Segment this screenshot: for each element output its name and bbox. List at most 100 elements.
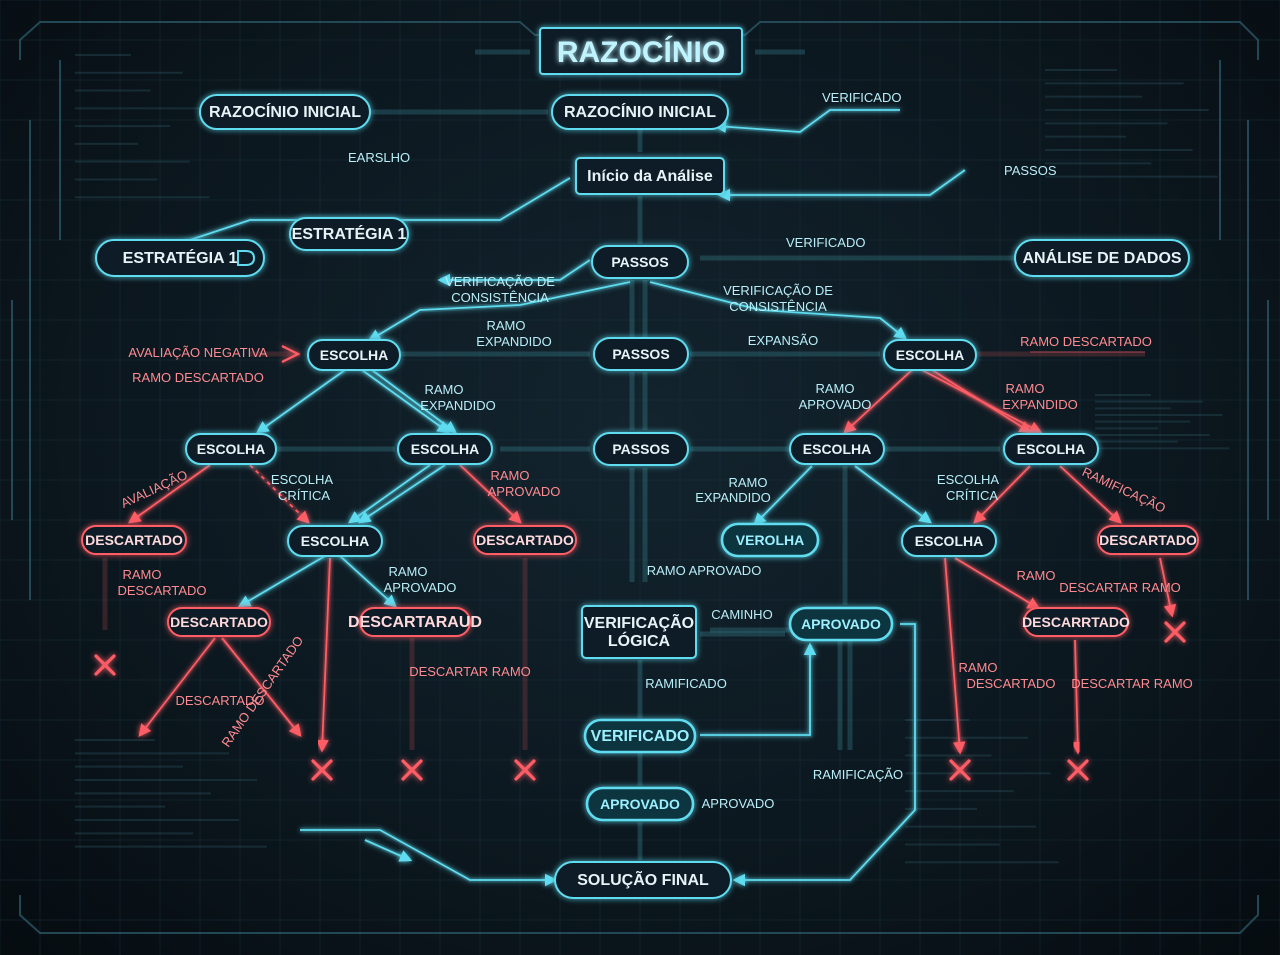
node-escolha-r2b: ESCOLHA xyxy=(1003,433,1099,465)
node-escolha-r1: ESCOLHA xyxy=(883,339,977,371)
discard-x-icon xyxy=(94,654,116,676)
node-passos1: PASSOS xyxy=(591,245,689,279)
annotation-label: EXPANDIDO xyxy=(695,490,771,505)
node-solucao: SOLUÇÃO FINAL xyxy=(554,861,732,899)
node-label: APROVADO xyxy=(801,616,881,632)
connector-arrow xyxy=(700,642,817,738)
annotation-label: EXPANDIDO xyxy=(1002,397,1078,412)
node-label: DESCARTARAUD xyxy=(348,614,482,631)
annotation-label: DESCARTADO xyxy=(175,693,264,708)
annotation-label: RAMO xyxy=(729,475,768,490)
connector-arrow xyxy=(713,107,900,135)
node-label: ESCOLHA xyxy=(301,533,369,549)
annotation-label: RAMO APROVADO xyxy=(647,563,762,578)
annotation-label: APROVADO xyxy=(799,397,872,412)
connector-arrow xyxy=(732,621,918,887)
annotation-label: RAMO xyxy=(389,564,428,579)
hud-frame-line xyxy=(19,895,1259,934)
node-label: ESCOLHA xyxy=(411,441,479,457)
connector-arrow xyxy=(717,167,967,202)
node-label: DESCARTADO xyxy=(170,614,268,630)
node-label: SOLUÇÃO FINAL xyxy=(577,869,709,889)
node-label: ESCOLHA xyxy=(1017,441,1085,457)
annotation-label: EXPANDIDO xyxy=(420,398,496,413)
annotation-label: DESCARTAR RAMO xyxy=(1071,676,1193,691)
node-desc-3: DESCARTADO xyxy=(1097,525,1199,555)
connector-arrow xyxy=(357,462,447,525)
discard-x-icon xyxy=(1164,621,1186,643)
connector-arrow xyxy=(942,557,966,755)
annotation-label: ESCOLHA xyxy=(937,472,999,487)
connector-arrow xyxy=(920,367,1043,435)
connector-arrow xyxy=(843,368,914,434)
connector-arrow xyxy=(127,462,212,525)
connector-arrow xyxy=(649,279,907,340)
connector-arrow xyxy=(300,827,558,887)
connector-arrow xyxy=(220,636,302,737)
annotation-label: RAMO xyxy=(1017,568,1056,583)
annotation-label: VERIFICADO xyxy=(786,235,865,250)
node-raz-inicial-l: RAZOCÍNIO INICIAL xyxy=(199,94,371,130)
node-label: APROVADO xyxy=(600,796,680,812)
d-shape-icon xyxy=(237,250,256,266)
node-escolha-r2a: ESCOLHA xyxy=(789,433,885,465)
annotation-label: PASSOS xyxy=(1004,163,1057,178)
hud-frame-line xyxy=(59,60,1221,240)
node-label: ESTRATÉGIA 1 xyxy=(123,248,238,267)
node-desc-6: DESCARRTADO xyxy=(1022,607,1130,637)
annotation-label: VERIFICAÇÃO DE xyxy=(723,283,833,298)
connector-arrow xyxy=(1157,557,1177,618)
node-label: ESCOLHA xyxy=(320,347,388,363)
node-label: DESCARRTADO xyxy=(1022,614,1130,630)
connector-arrow xyxy=(437,257,592,287)
annotation-label: VERIFICAÇÃO DE xyxy=(445,274,555,289)
node-label: Início da Análise xyxy=(587,168,713,185)
annotation-label: DESCARTADO xyxy=(117,583,206,598)
connector-arrow xyxy=(138,636,217,737)
node-escolha-l1: ESCOLHA xyxy=(307,339,401,371)
hud-frame-line xyxy=(11,300,1269,520)
node-label: ESTRATÉGIA 1 xyxy=(292,224,407,243)
title-frame xyxy=(539,27,743,75)
node-analise: ANÁLISE DE DADOS xyxy=(1014,239,1190,277)
node-escolha-l2b: ESCOLHA xyxy=(397,433,493,465)
annotation-label: RAMO DESCARTADO xyxy=(1020,334,1152,349)
discard-x-icon xyxy=(401,759,423,781)
connector-arrow xyxy=(953,555,1041,611)
connector-arrow xyxy=(347,462,432,525)
connector-arrow xyxy=(338,554,397,608)
annotation-label: RAMO DESCARTADO xyxy=(132,370,264,385)
annotation-label: VERIFICADO xyxy=(822,90,901,105)
node-label: VERIFICAÇÃO xyxy=(584,612,694,632)
annotation-label: RAMO xyxy=(816,381,855,396)
node-aprovado-n: APROVADO xyxy=(585,786,695,822)
node-estrategia1-b: ESTRATÉGIA 1 xyxy=(95,239,265,277)
node-passos3: PASSOS xyxy=(593,432,689,466)
chevron-right-icon xyxy=(281,345,301,363)
node-escolha-r3: ESCOLHA xyxy=(901,525,997,557)
annotation-label: CRÍTICA xyxy=(946,488,998,503)
node-label: DESCARTADO xyxy=(1099,532,1197,548)
annotation-label: CRÍTICA xyxy=(278,488,330,503)
node-label: DESCARTADO xyxy=(476,532,574,548)
connector-arrow xyxy=(255,367,347,435)
annotation-label: RAMO xyxy=(487,318,526,333)
annotation-label: DESCARTADO xyxy=(966,676,1055,691)
annotation-label: RAMIFICADO xyxy=(645,676,727,691)
connector-arrow xyxy=(367,279,631,343)
node-label: PASSOS xyxy=(611,254,668,270)
node-aprovado-r: APROVADO xyxy=(788,606,894,642)
node-label: PASSOS xyxy=(612,441,669,457)
node-label: ESCOLHA xyxy=(197,441,265,457)
node-label: RAZOCÍNIO INICIAL xyxy=(209,102,361,121)
node-raz-inicial-c: RAZOCÍNIO INICIAL xyxy=(551,94,729,130)
node-label: RAZOCÍNIO INICIAL xyxy=(564,102,716,121)
annotation-label: APROVADO xyxy=(702,796,775,811)
annotation-label: EXPANSÃO xyxy=(748,333,819,348)
node-escolha-l3: ESCOLHA xyxy=(287,525,383,557)
annotation-label: CAMINHO xyxy=(711,607,772,622)
node-desc-4: DESCARTADO xyxy=(167,607,271,637)
node-desc-1: DESCARTADO xyxy=(81,525,187,555)
connector-arrow xyxy=(237,553,327,609)
